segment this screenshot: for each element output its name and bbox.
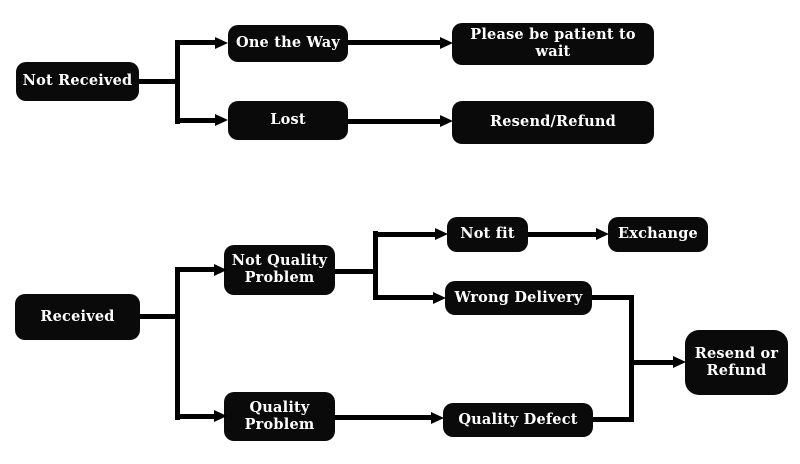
arrowhead-to-not-fit [435, 228, 448, 240]
arrowhead-to-quality-defect [431, 412, 444, 424]
node-received: Received [15, 294, 140, 340]
edge-to-wrong-delivery [378, 295, 433, 300]
edge-to-quality-problem [180, 414, 214, 419]
node-one-the-way: One the Way [228, 25, 348, 62]
edge-not-quality-branch [373, 231, 378, 300]
node-quality-defect: Quality Defect [443, 403, 593, 437]
arrowhead-to-resend-or-refund [673, 356, 686, 368]
edge-lost-to-resend-refund [348, 119, 440, 124]
node-resend-refund: Resend/Refund [452, 101, 654, 144]
arrowhead-to-wrong-delivery [433, 292, 446, 304]
edge-not-fit-to-exchange [528, 232, 596, 237]
node-not-received: Not Received [16, 62, 139, 101]
edge-quality-defect-merge [593, 417, 633, 422]
arrowhead-to-one-the-way [215, 37, 228, 49]
node-please-be-patient: Please be patient to wait [452, 23, 654, 65]
edge-to-lost [175, 118, 215, 123]
node-not-fit: Not fit [447, 217, 528, 252]
node-lost: Lost [228, 101, 348, 140]
node-wrong-delivery: Wrong Delivery [445, 281, 592, 315]
arrowhead-to-resend-refund [440, 115, 453, 127]
edge-wrong-delivery-merge [592, 295, 633, 300]
node-resend-or-refund: Resend or Refund [685, 330, 788, 395]
node-exchange: Exchange [608, 217, 708, 252]
node-quality-problem: Quality Problem [224, 392, 335, 441]
edge-not-quality-stem [335, 269, 376, 274]
edge-to-not-quality-problem [180, 267, 214, 272]
edge-not-received-stem [139, 79, 180, 84]
edge-quality-problem-to-defect [335, 415, 431, 420]
arrowhead-to-patient [440, 37, 453, 49]
edge-to-resend-or-refund [634, 360, 673, 365]
arrowhead-to-exchange [596, 228, 609, 240]
edge-to-one-the-way [175, 40, 215, 45]
edge-merge-vertical [629, 295, 634, 422]
edge-one-the-way-to-patient [348, 40, 440, 45]
arrowhead-to-quality-problem [214, 410, 227, 422]
edge-to-not-fit [378, 232, 435, 237]
arrowhead-to-not-quality-problem [214, 264, 227, 276]
edge-received-branch [175, 267, 180, 420]
edge-received-stem [140, 314, 180, 319]
edge-not-received-branch [175, 40, 180, 124]
node-not-quality-problem: Not Quality Problem [224, 245, 335, 295]
arrowhead-to-lost [215, 114, 228, 126]
